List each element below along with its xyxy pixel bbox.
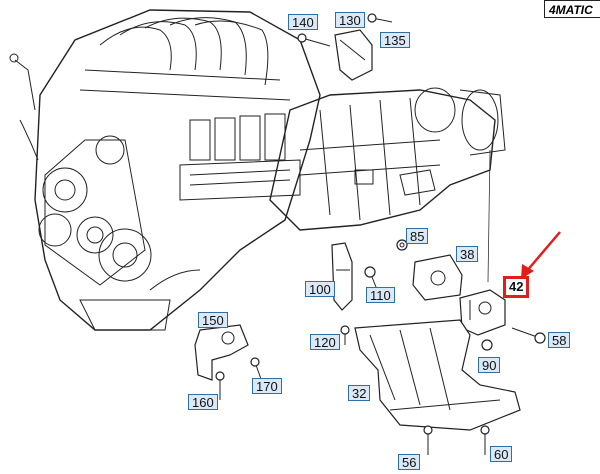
callout-150[interactable]: 150 — [198, 312, 228, 328]
4matic-badge: 4MATIC — [544, 0, 600, 18]
part-140-bolt — [301, 37, 331, 47]
part-32-crossmember — [354, 319, 521, 431]
callout-60[interactable]: 60 — [490, 446, 513, 462]
callout-110[interactable]: 110 — [366, 287, 395, 303]
part-85-washer — [396, 239, 408, 251]
callout-32[interactable]: 32 — [348, 385, 371, 401]
callout-160[interactable]: 160 — [188, 394, 218, 410]
part-150-bracket — [194, 324, 249, 381]
callout-100[interactable]: 100 — [305, 281, 335, 297]
callout-90[interactable]: 90 — [478, 357, 501, 373]
red-arrow-icon — [521, 231, 561, 279]
callout-135[interactable]: 135 — [380, 32, 410, 48]
callout-140[interactable]: 140 — [288, 14, 318, 30]
callout-85[interactable]: 85 — [406, 228, 429, 244]
part-38-mount — [412, 254, 463, 301]
callout-42[interactable]: 42 — [503, 276, 530, 298]
callout-58[interactable]: 58 — [548, 332, 571, 348]
part-130-bracket — [334, 29, 373, 81]
transmission-drawing — [269, 87, 506, 231]
callout-120[interactable]: 120 — [310, 334, 340, 350]
part-100-bracket — [331, 242, 353, 311]
engine-drawing — [9, 9, 321, 331]
part-42-mount — [459, 289, 506, 336]
callout-130[interactable]: 130 — [335, 12, 365, 28]
callout-38[interactable]: 38 — [456, 246, 479, 262]
callout-170[interactable]: 170 — [252, 378, 282, 394]
callout-56[interactable]: 56 — [398, 454, 421, 470]
